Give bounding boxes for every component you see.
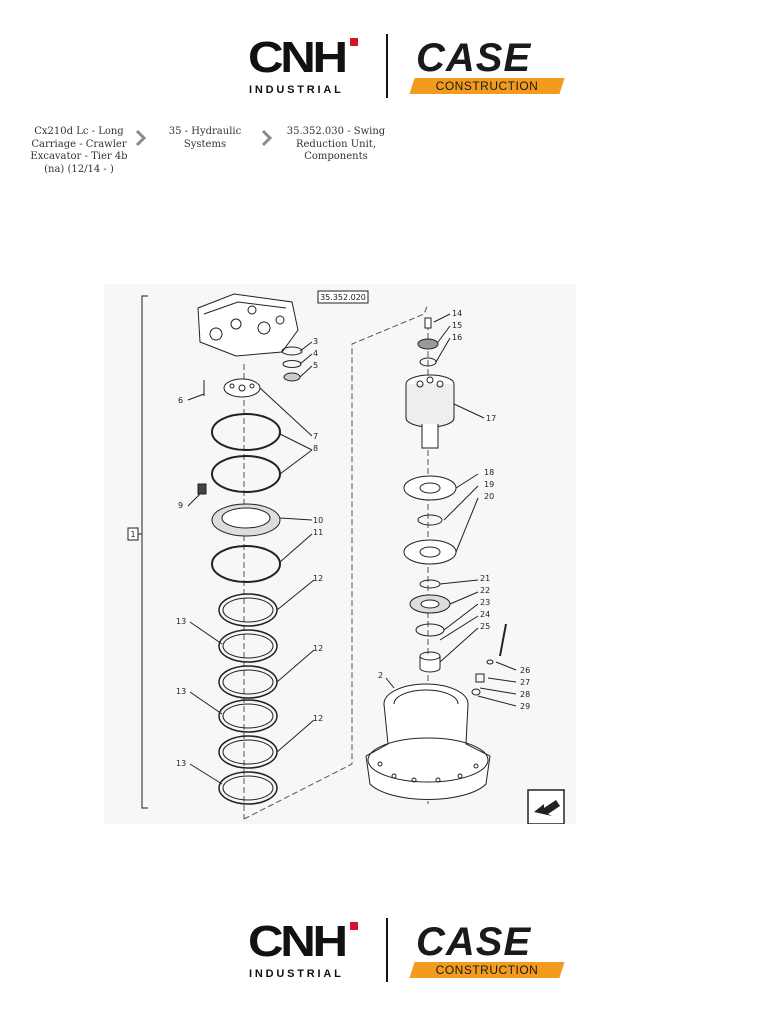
- footer-logos: CNH INDUSTRIAL CASE CONSTRUCTION: [240, 916, 580, 988]
- callout-17: 17: [486, 414, 496, 423]
- callout-19: 19: [484, 480, 494, 489]
- cnh-industrial-logo: CNH INDUSTRIAL: [248, 36, 364, 98]
- callout-27: 27: [520, 678, 530, 687]
- callout-6: 6: [178, 396, 183, 405]
- callout-11: 11: [313, 528, 323, 537]
- callout-14: 14: [452, 309, 462, 318]
- callout-13: 13: [176, 759, 186, 768]
- direction-arrow-icon: [527, 789, 565, 824]
- callout-22: 22: [480, 586, 490, 595]
- callout-26: 26: [520, 666, 530, 675]
- callout-20: 20: [484, 492, 494, 501]
- case-logo-band-text: CONSTRUCTION: [435, 963, 539, 977]
- callout-5: 5: [313, 361, 318, 370]
- cnh-logo-word: CNH: [248, 917, 348, 966]
- header-logos: CNH INDUSTRIAL CASE CONSTRUCTION: [240, 32, 580, 104]
- group-label: 1: [130, 530, 135, 539]
- callout-29: 29: [520, 702, 530, 711]
- case-logo-band: CONSTRUCTION: [409, 78, 565, 94]
- breadcrumb-item-system[interactable]: 35 - Hydraulic Systems: [168, 126, 242, 150]
- callout-16: 16: [452, 333, 462, 342]
- cnh-logo-word: CNH: [248, 33, 348, 82]
- callout-12: 12: [313, 644, 323, 653]
- callout-24: 24: [480, 610, 490, 619]
- breadcrumb: Cx210d Lc - Long Carriage - Crawler Exca…: [24, 126, 404, 186]
- cnh-logo-accent: [350, 922, 358, 930]
- logo-divider: [386, 918, 388, 982]
- chevron-right-icon: [261, 129, 273, 147]
- cnh-logo-accent: [350, 38, 358, 46]
- callout-25: 25: [480, 622, 490, 631]
- callout-8: 8: [313, 444, 318, 453]
- cnh-logo-subtitle: INDUSTRIAL: [249, 968, 344, 980]
- exploded-parts-diagram: 35.352.020 1 2 3 4 5 6 7 8 9 10 11 12 12…: [104, 284, 576, 824]
- callout-10: 10: [313, 516, 323, 525]
- callout-4: 4: [313, 349, 318, 358]
- case-logo-word: CASE: [416, 920, 532, 964]
- callout-2: 2: [378, 671, 383, 680]
- cnh-logo-subtitle: INDUSTRIAL: [249, 84, 344, 96]
- callout-13: 13: [176, 687, 186, 696]
- cnh-industrial-logo: CNH INDUSTRIAL: [248, 920, 364, 982]
- callout-28: 28: [520, 690, 530, 699]
- case-logo-band-text: CONSTRUCTION: [435, 79, 539, 93]
- chevron-right-icon: [135, 129, 147, 147]
- callout-3: 3: [313, 337, 318, 346]
- breadcrumb-item-component: 35.352.030 - Swing Reduction Unit, Compo…: [286, 126, 386, 162]
- callout-13: 13: [176, 617, 186, 626]
- callout-15: 15: [452, 321, 462, 330]
- callout-9: 9: [178, 501, 183, 510]
- breadcrumb-item-model[interactable]: Cx210d Lc - Long Carriage - Crawler Exca…: [30, 126, 128, 175]
- case-logo-word: CASE: [416, 36, 532, 80]
- callout-18: 18: [484, 468, 494, 477]
- logo-divider: [386, 34, 388, 98]
- reference-box-label: 35.352.020: [320, 293, 366, 302]
- case-logo-band: CONSTRUCTION: [409, 962, 565, 978]
- callout-12: 12: [313, 714, 323, 723]
- callout-21: 21: [480, 574, 490, 583]
- callout-12: 12: [313, 574, 323, 583]
- callout-7: 7: [313, 432, 318, 441]
- callout-23: 23: [480, 598, 490, 607]
